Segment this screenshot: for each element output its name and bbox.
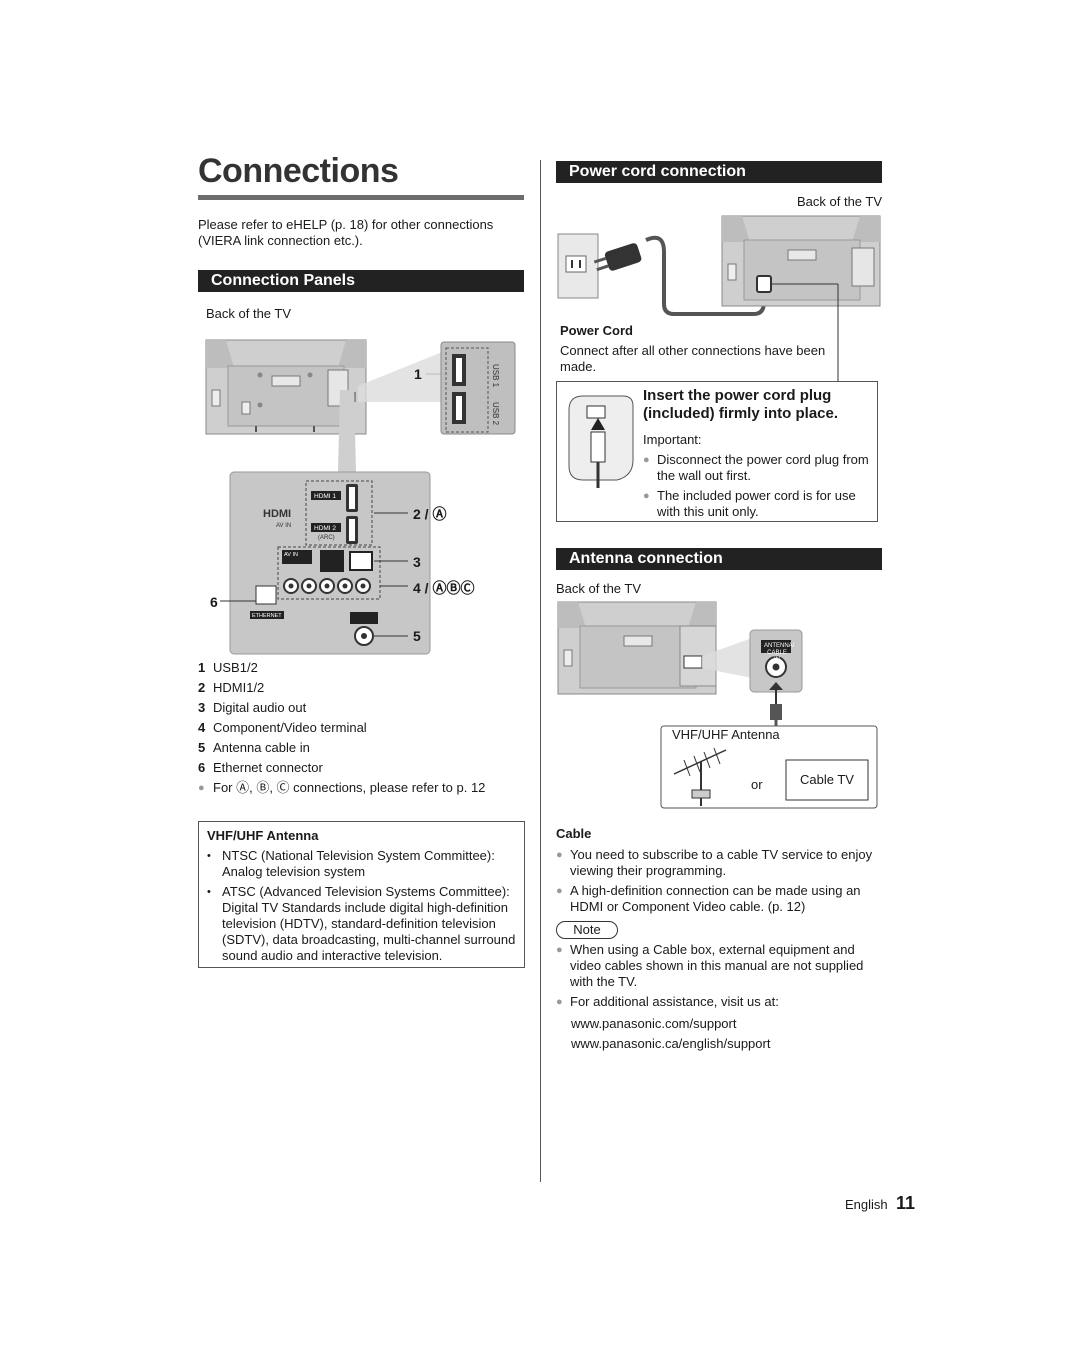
page-title: Connections	[198, 152, 399, 190]
power-cord-heading: Power cord connection	[556, 161, 882, 183]
antenna-back-label: Back of the TV	[556, 581, 642, 596]
vhf-bullet: •NTSC (National Television System Commit…	[207, 848, 495, 879]
callout-6: 6	[210, 594, 218, 610]
important-list: ●Disconnect the power cord plug from the…	[643, 452, 869, 520]
av-in-small-label: AV IN	[276, 523, 291, 529]
vhf-uhf-info-box: VHF/UHF Antenna •NTSC (National Televisi…	[198, 821, 525, 968]
support-url[interactable]: www.panasonic.com/support	[571, 1016, 737, 1031]
for-note: ●For Ⓐ, Ⓑ, Ⓒ connections, please refer t…	[198, 780, 486, 795]
callout-2: 2 / Ⓐ	[413, 506, 447, 522]
callout-1: 1	[414, 366, 422, 382]
cable-tv-label: Cable TV	[800, 772, 854, 787]
usb2-label: USB 2	[491, 402, 500, 426]
antenna-connection-diagram	[557, 601, 878, 809]
back-of-tv-label: Back of the TV	[206, 306, 292, 321]
important-bullet: ●Disconnect the power cord plug from the…	[643, 452, 869, 483]
hdmi1-label: HDMI 1	[314, 493, 336, 500]
callout-3: 3	[413, 554, 421, 570]
note-label: Note	[556, 921, 618, 939]
vhf-uhf-antenna-label: VHF/UHF Antenna	[672, 727, 780, 742]
power-back-label: Back of the TV	[797, 194, 883, 209]
callout-5: 5	[413, 628, 421, 644]
hdmi-logo: HDMI	[263, 508, 291, 520]
footer-language: English	[845, 1197, 888, 1212]
ethernet-label: ETHERNET	[252, 613, 282, 619]
column-divider	[540, 160, 541, 1182]
note-bullet: ●When using a Cable box, external equipm…	[556, 942, 864, 989]
usb1-label: USB 1	[491, 364, 500, 388]
cable-bullet: ●A high-definition connection can be mad…	[556, 883, 861, 914]
support-url[interactable]: www.panasonic.ca/english/support	[571, 1036, 771, 1051]
power-cord-diagram	[557, 215, 881, 382]
antenna-port-label: ANTENNA/ CABLE IN	[764, 643, 795, 663]
power-insert-box: Insert the power cord plug (included) fi…	[556, 381, 878, 522]
av-in-label: AV IN	[284, 552, 298, 558]
power-plug-illustration	[593, 243, 642, 272]
vhf-bullet: •ATSC (Advanced Television Systems Commi…	[207, 884, 516, 963]
plug-insert-illustration	[568, 395, 634, 488]
cable-list: ●You need to subscribe to a cable TV ser…	[556, 847, 882, 915]
important-bullet: ●The included power cord is for use with…	[643, 488, 856, 519]
connection-panels-heading: Connection Panels	[198, 270, 524, 292]
connection-panel-diagram: USB 1 USB 2 HDMI AV IN HDMI 1 HDMI 2 (AR…	[205, 339, 516, 655]
important-label: Important:	[643, 432, 702, 447]
power-cord-title: Power Cord	[560, 323, 633, 338]
vhf-box-heading: VHF/UHF Antenna	[207, 828, 319, 843]
callout-4: 4 / ⒶⒷⒸ	[413, 580, 475, 596]
intro-text: Please refer to eHELP (p. 18) for other …	[198, 217, 494, 248]
cable-bullet: ●You need to subscribe to a cable TV ser…	[556, 847, 873, 878]
cable-heading: Cable	[556, 826, 592, 841]
note-list: ●When using a Cable box, external equipm…	[556, 942, 882, 1054]
arc-label: (ARC)	[318, 535, 335, 541]
title-rule	[198, 195, 524, 200]
page-number: 11	[896, 1193, 916, 1213]
or-label: or	[751, 777, 763, 792]
antenna-connection-heading: Antenna connection	[556, 548, 882, 570]
power-cord-text: Connect after all other connections have…	[560, 343, 826, 374]
note-bullet: ●For additional assistance, visit us at:	[556, 994, 779, 1009]
vhf-antenna-icon	[673, 747, 727, 806]
hdmi2-label: HDMI 2	[314, 525, 336, 532]
insert-instruction: Insert the power cord plug (included) fi…	[643, 387, 839, 422]
cable-tv-box	[785, 759, 869, 801]
